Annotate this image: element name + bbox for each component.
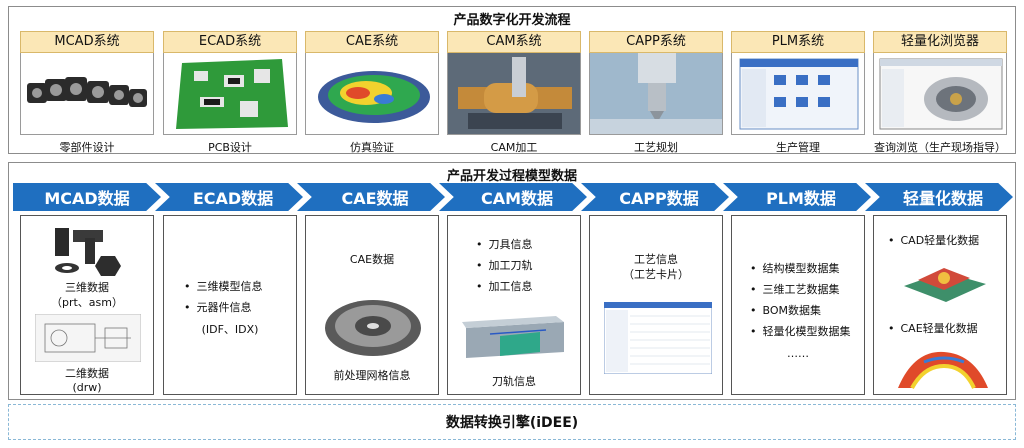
toolpath-image bbox=[462, 316, 564, 358]
ecad-format-note: (IDF、IDX) bbox=[201, 323, 259, 336]
milling-tool-image bbox=[589, 53, 723, 135]
list-item: 刀具信息 bbox=[476, 234, 533, 255]
machining-image bbox=[447, 53, 581, 135]
list-item: 加工信息 bbox=[476, 276, 533, 297]
ecad-system-label: ECAD系统 bbox=[163, 31, 297, 53]
cam-toolpath-caption: 刀轨信息 bbox=[492, 375, 536, 388]
mcad-system-label: MCAD系统 bbox=[20, 31, 154, 53]
stage-lightweight-data: 轻量化数据 bbox=[865, 183, 1013, 211]
process-card-image bbox=[604, 302, 712, 374]
cam-system-label: CAM系统 bbox=[447, 31, 581, 53]
cad-light-list: CAD轻量化数据 bbox=[888, 230, 980, 251]
plm-software-image bbox=[731, 53, 865, 135]
stage-cam-data: CAM数据 bbox=[439, 183, 587, 211]
cae-system-label: CAE系统 bbox=[305, 31, 439, 53]
mcad-system-card: MCAD系统 零部件设计 bbox=[20, 31, 154, 155]
cam-data-box: 刀具信息 加工刀轨 加工信息 刀轨信息 bbox=[447, 215, 581, 395]
viewer-system-label: 轻量化浏览器 bbox=[873, 31, 1007, 53]
stage-ecad-data: ECAD数据 bbox=[155, 183, 303, 211]
cae-system-card: CAE系统 仿真验证 bbox=[305, 31, 439, 155]
mcad-2d-label: 二维数据 bbox=[65, 367, 109, 380]
list-item: BOM数据集 bbox=[750, 300, 851, 321]
list-item: 轻量化模型数据集 bbox=[750, 321, 851, 342]
plm-dataset-list: 结构模型数据集 三维工艺数据集 BOM数据集 轻量化模型数据集 bbox=[750, 258, 851, 342]
ecad-system-card: ECAD系统 PCB设计 bbox=[163, 31, 297, 155]
capp-system-label: CAPP系统 bbox=[589, 31, 723, 53]
cam-system-card: CAM系统 CAM加工 bbox=[447, 31, 581, 155]
drawing-2d-image bbox=[35, 314, 141, 362]
list-item: CAD轻量化数据 bbox=[888, 230, 980, 251]
capp-data-box: 工艺信息 （工艺卡片） bbox=[589, 215, 723, 395]
mcad-system-caption: 零部件设计 bbox=[59, 141, 115, 154]
system-flow-title: 产品数字化开发流程 bbox=[453, 13, 571, 28]
mcad-data-box: 三维数据 （prt、asm） 二维数据 (drw) bbox=[20, 215, 154, 395]
data-conversion-engine-label: 数据转换引擎(iDEE) bbox=[445, 415, 579, 431]
mcad-2d-format: (drw) bbox=[72, 381, 102, 394]
data-conversion-engine-bar: 数据转换引擎(iDEE) bbox=[8, 404, 1016, 440]
viewer-system-card: 轻量化浏览器 查询浏览（生产现场指导） bbox=[873, 31, 1007, 155]
cad-lightweight-model-image bbox=[904, 268, 986, 302]
list-item: CAE轻量化数据 bbox=[888, 318, 978, 339]
cam-system-caption: CAM加工 bbox=[490, 141, 538, 154]
stage-capp-data: CAPP数据 bbox=[581, 183, 729, 211]
list-item: 元器件信息 bbox=[184, 297, 263, 318]
cae-data-box: CAE数据 前处理网格信息 bbox=[305, 215, 439, 395]
stage-plm-data: PLM数据 bbox=[723, 183, 871, 211]
mcad-3d-label: 三维数据 bbox=[65, 281, 109, 294]
capp-system-card: CAPP系统 工艺规划 bbox=[589, 31, 723, 155]
pcb-board-image bbox=[163, 53, 297, 135]
servo-motors-image bbox=[20, 53, 154, 135]
mcad-3d-format: （prt、asm） bbox=[50, 296, 123, 309]
gear-simulation-image bbox=[305, 53, 439, 135]
cae-mesh-caption: 前处理网格信息 bbox=[333, 369, 411, 382]
viewer-software-image bbox=[873, 53, 1007, 135]
plm-system-label: PLM系统 bbox=[731, 31, 865, 53]
model-data-title: 产品开发过程模型数据 bbox=[446, 169, 577, 184]
bolt-nut-image bbox=[55, 228, 121, 276]
cae-data-label: CAE数据 bbox=[349, 253, 395, 266]
capp-system-caption: 工艺规划 bbox=[634, 141, 678, 154]
plm-more-ellipsis: …… bbox=[787, 347, 809, 360]
cae-lightweight-model-image bbox=[898, 351, 988, 389]
cam-info-list: 刀具信息 加工刀轨 加工信息 bbox=[476, 234, 533, 297]
system-flow-panel: 产品数字化开发流程 MCAD系统 零部件设计 bbox=[8, 6, 1016, 154]
plm-data-box: 结构模型数据集 三维工艺数据集 BOM数据集 轻量化模型数据集 …… bbox=[731, 215, 865, 395]
stage-mcad-data: MCAD数据 bbox=[13, 183, 161, 211]
list-item: 三维工艺数据集 bbox=[750, 279, 851, 300]
cae-light-list: CAE轻量化数据 bbox=[888, 318, 978, 339]
plm-system-caption: 生产管理 bbox=[776, 141, 820, 154]
ecad-system-caption: PCB设计 bbox=[208, 141, 252, 154]
ecad-data-box: 三维模型信息 元器件信息 (IDF、IDX) bbox=[163, 215, 297, 395]
capp-card-label: （工艺卡片） bbox=[623, 268, 689, 281]
mesh-gear-image bbox=[325, 300, 421, 356]
ecad-info-list: 三维模型信息 元器件信息 bbox=[184, 276, 263, 318]
lightweight-data-box: CAD轻量化数据 CAE轻量化数据 bbox=[873, 215, 1007, 395]
cae-system-caption: 仿真验证 bbox=[350, 141, 394, 154]
list-item: 加工刀轨 bbox=[476, 255, 533, 276]
capp-info-label: 工艺信息 bbox=[634, 253, 678, 266]
list-item: 结构模型数据集 bbox=[750, 258, 851, 279]
stage-cae-data: CAE数据 bbox=[297, 183, 445, 211]
list-item: 三维模型信息 bbox=[184, 276, 263, 297]
plm-system-card: PLM系统 生产管理 bbox=[731, 31, 865, 155]
viewer-system-caption: 查询浏览（生产现场指导） bbox=[874, 141, 1006, 154]
model-data-panel: 产品开发过程模型数据 MCAD数据 ECAD数据 CAE数据 CAM数据 CAP… bbox=[8, 162, 1016, 400]
